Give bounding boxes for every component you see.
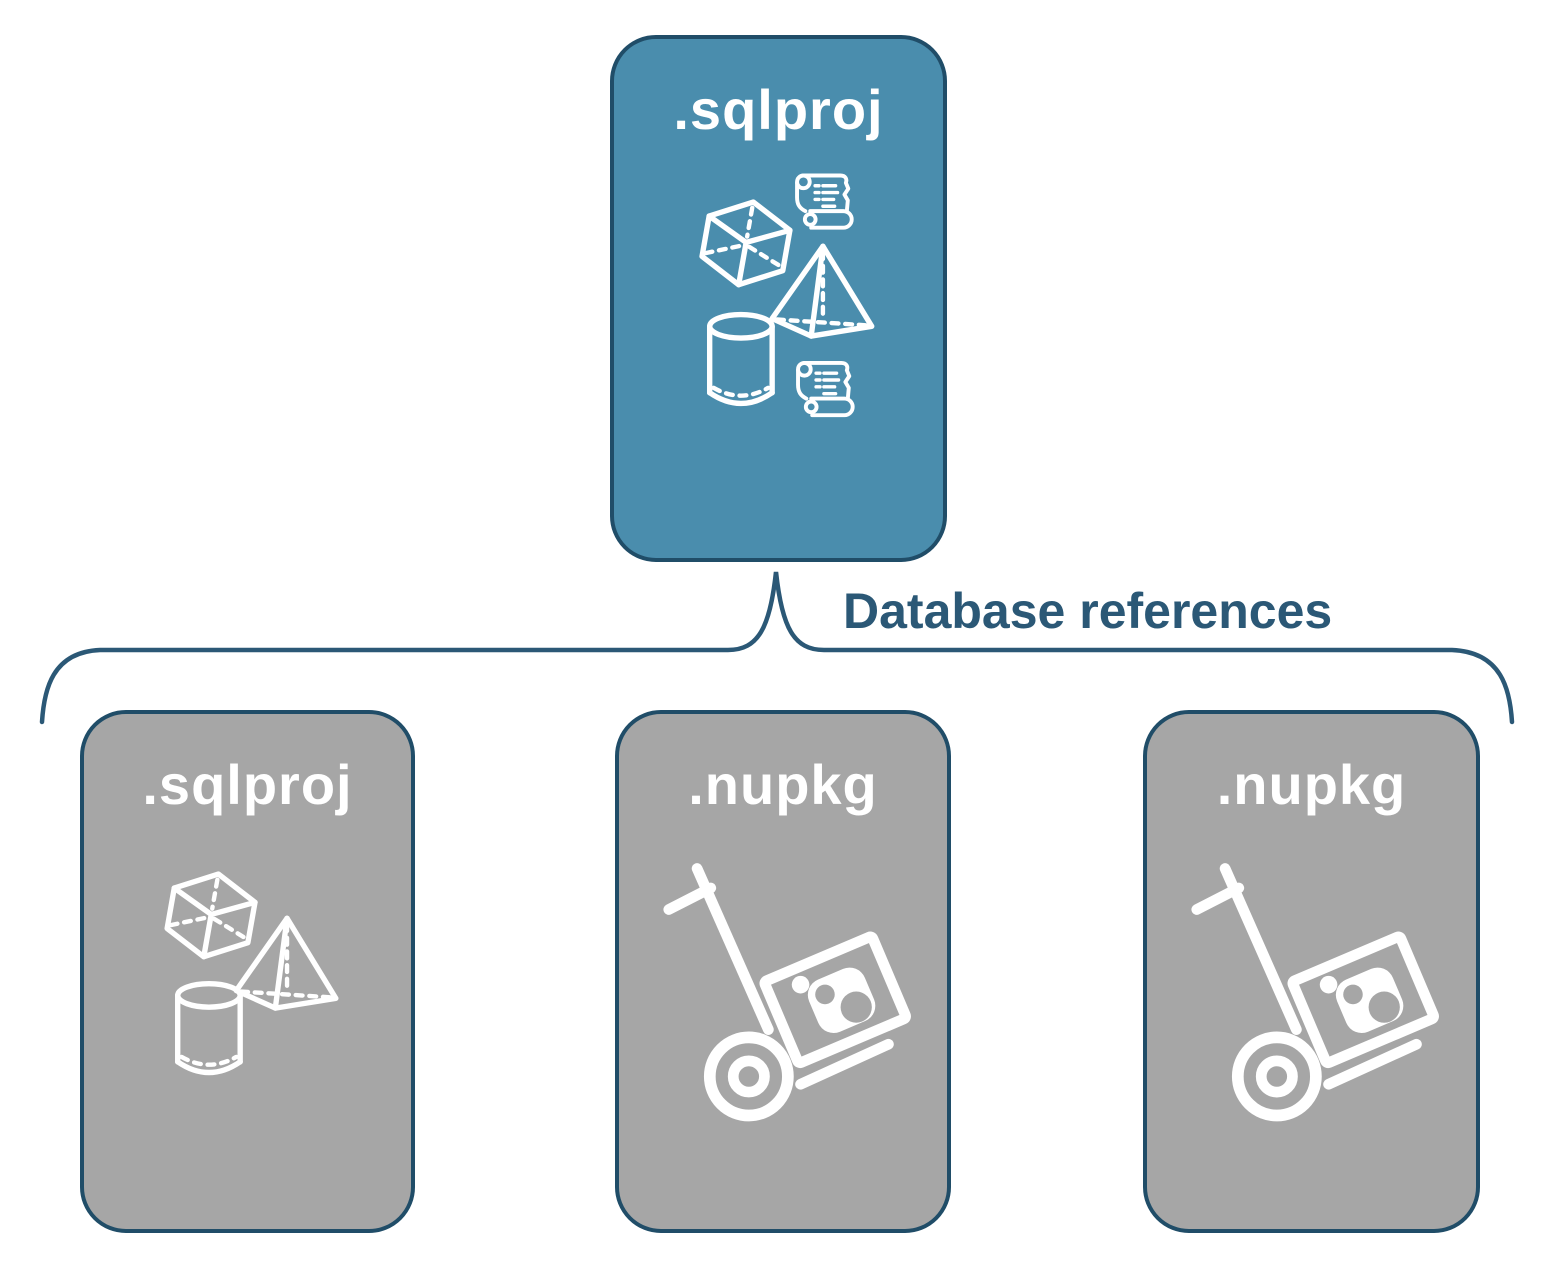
hand-truck-package-icon	[669, 869, 907, 1116]
node-nupkg-1-label: .nupkg	[688, 753, 878, 816]
nupkg-icons	[619, 714, 947, 1229]
nupkg-icons	[1147, 714, 1476, 1229]
cylinder-icon	[178, 984, 240, 1073]
cylinder-icon	[710, 315, 772, 404]
node-nupkg-2-label: .nupkg	[1216, 753, 1407, 816]
connector-label: Database references	[843, 583, 1333, 639]
node-sqlproj-root: .sqlproj	[610, 35, 947, 562]
node-nupkg-2: .nupkg	[1143, 710, 1480, 1233]
cube-icon	[163, 867, 258, 964]
node-sqlproj-child: .sqlproj	[80, 710, 415, 1233]
scroll-icon	[796, 360, 855, 418]
node-nupkg-1: .nupkg	[615, 710, 951, 1233]
scroll-icon	[795, 173, 854, 230]
hand-truck-package-icon	[1197, 869, 1435, 1116]
cube-icon	[698, 195, 793, 292]
sql-object-icons	[614, 173, 943, 418]
node-sqlproj-root-label: .sqlproj	[673, 78, 884, 141]
node-sqlproj-child-label: .sqlproj	[142, 753, 353, 816]
sql-object-icons	[84, 714, 411, 1229]
